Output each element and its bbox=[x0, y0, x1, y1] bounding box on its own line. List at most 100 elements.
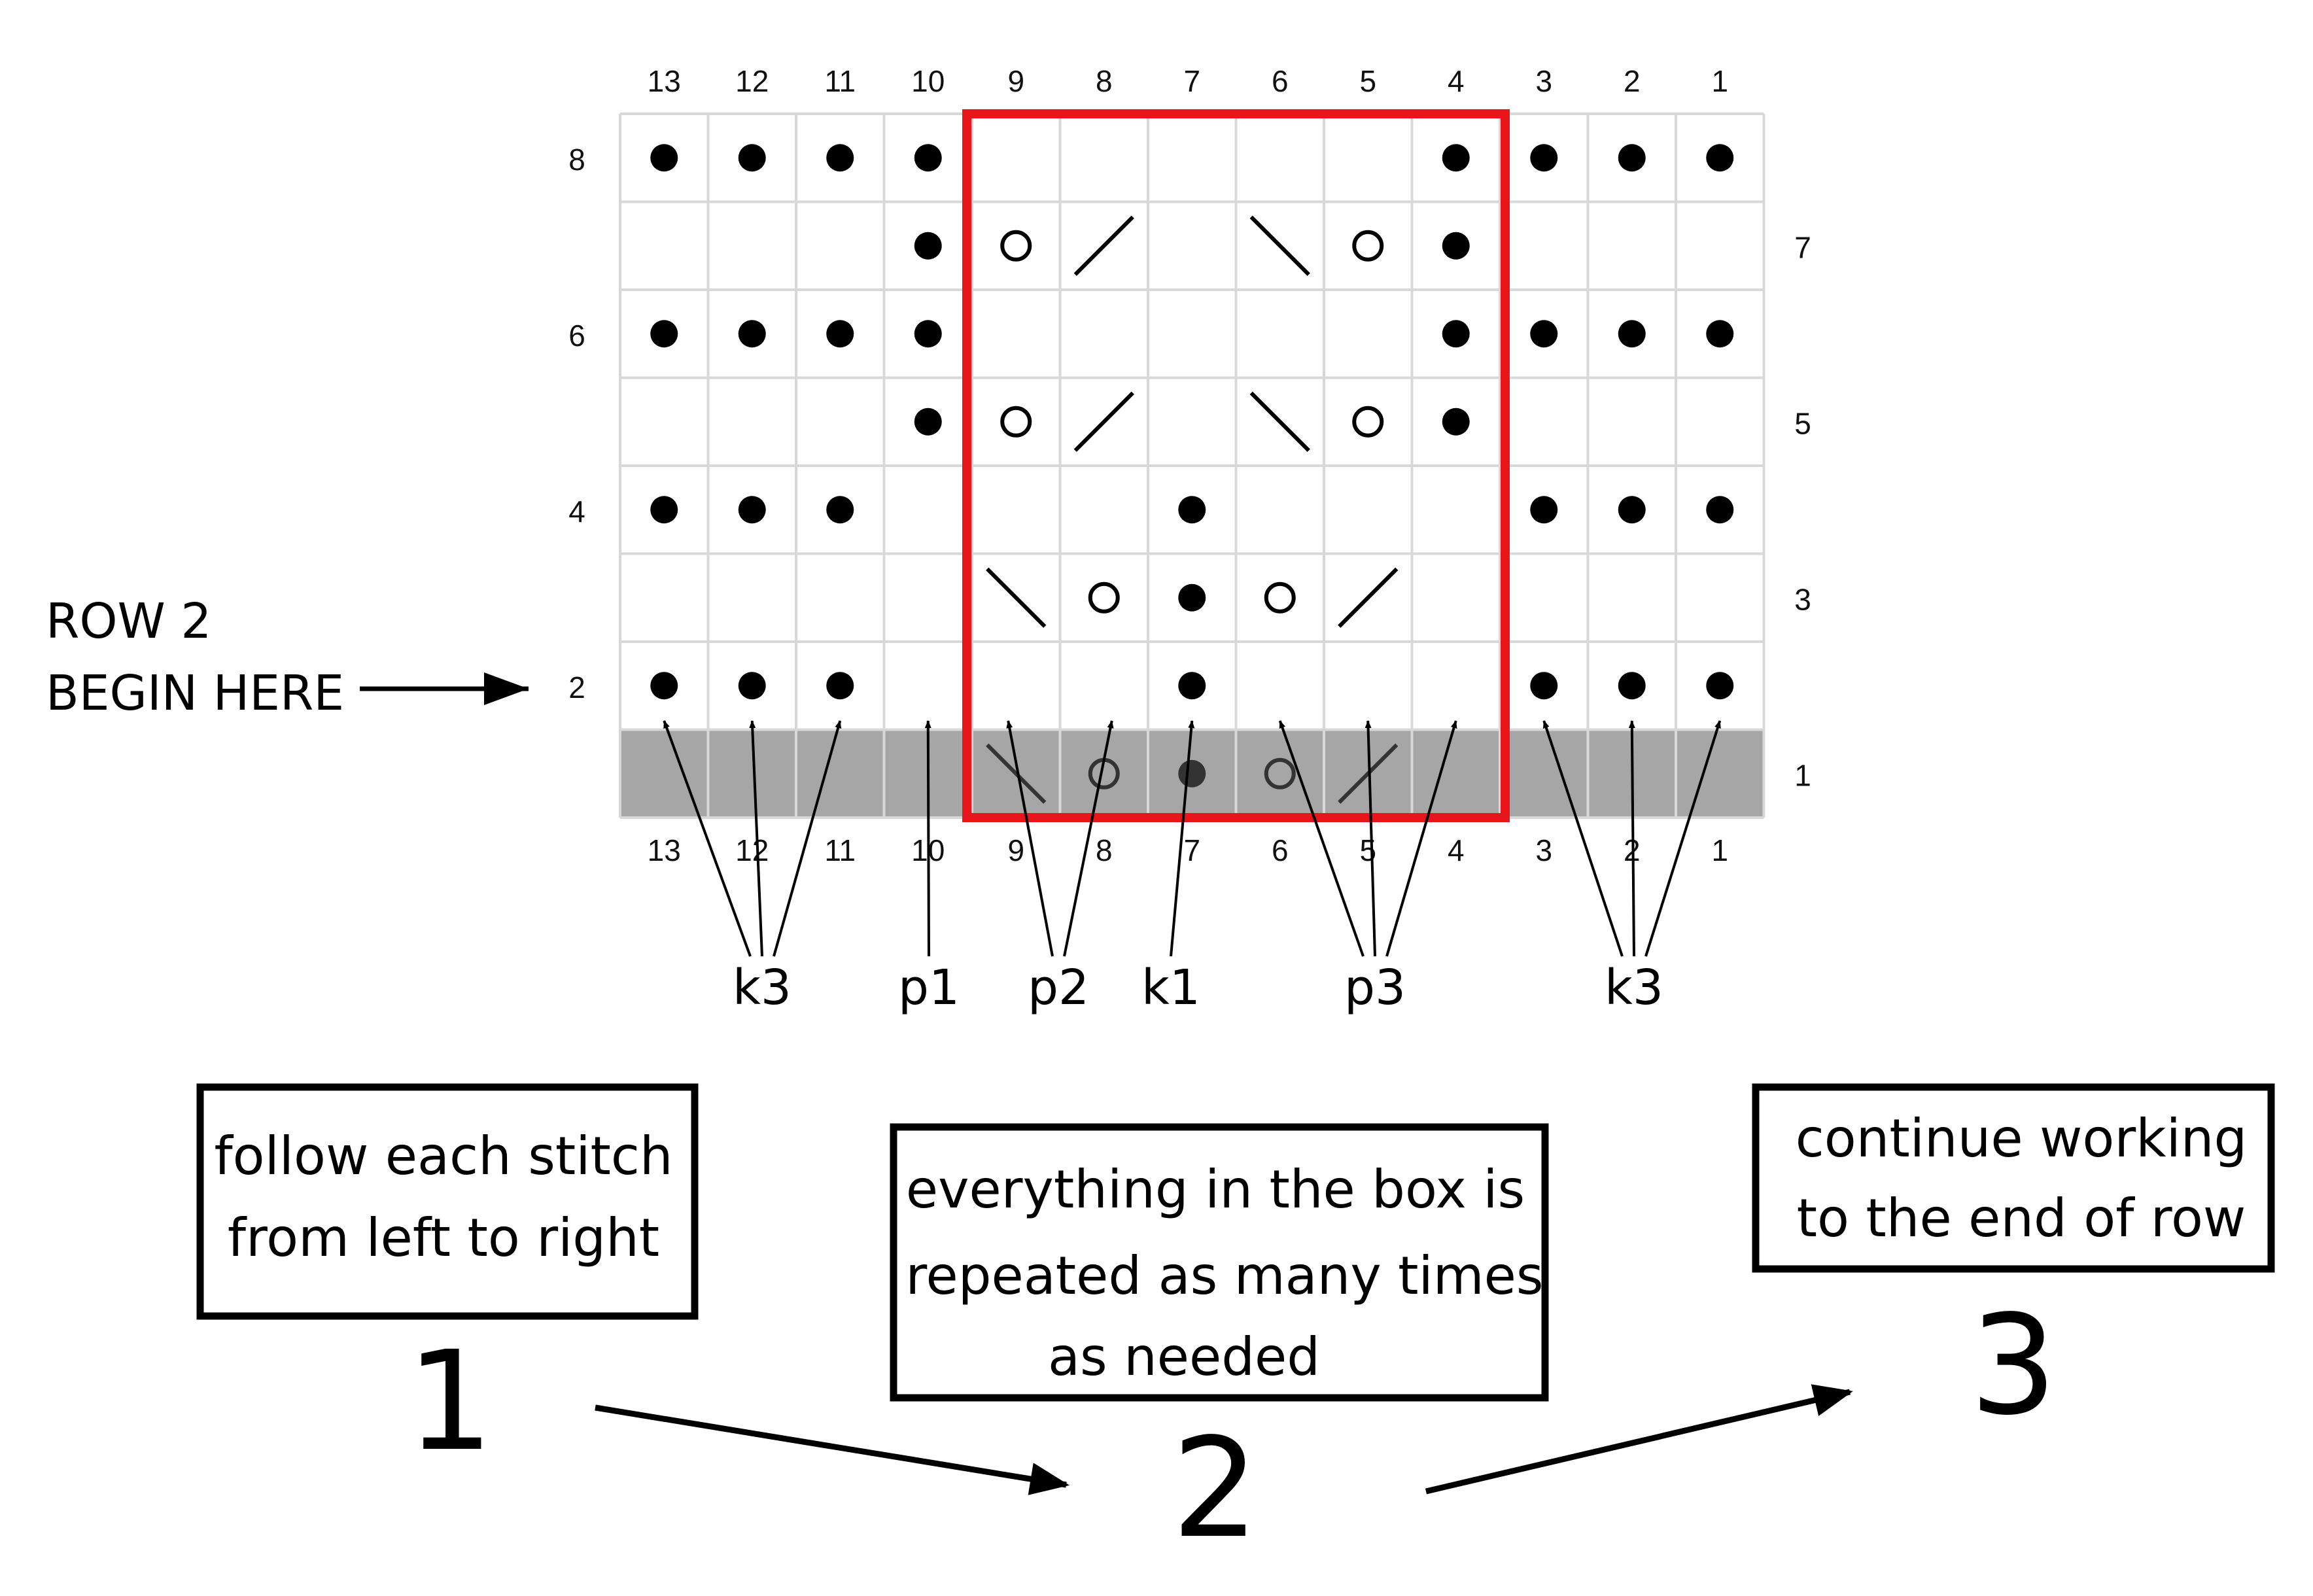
purl-dot-symbol bbox=[1706, 672, 1734, 700]
callout-arrow-col-7 bbox=[1170, 720, 1195, 957]
purl-dot-symbol bbox=[914, 232, 942, 260]
purl-dot-symbol bbox=[650, 672, 678, 700]
column-number-bottom: 7 bbox=[1183, 833, 1200, 867]
yarn-over-symbol bbox=[1264, 581, 1296, 614]
row-number-left: 4 bbox=[568, 494, 585, 529]
callout-arrow-col-3 bbox=[1542, 720, 1624, 957]
purl-dot-symbol bbox=[1178, 672, 1206, 700]
step-2-number: 2 bbox=[1172, 1408, 1259, 1569]
callout-arrow-col-10 bbox=[924, 720, 931, 957]
k2tog-slash-symbol bbox=[1338, 567, 1399, 628]
column-number-top: 10 bbox=[911, 64, 945, 98]
stitch-group-label-k1: k1 bbox=[1141, 960, 1200, 1016]
k2tog-slash-symbol bbox=[1338, 743, 1399, 804]
column-number-top: 3 bbox=[1535, 64, 1552, 98]
step-2-text-line-3: as needed bbox=[1048, 1327, 1320, 1387]
column-number-top: 12 bbox=[735, 64, 769, 98]
purl-dot-symbol bbox=[1178, 583, 1206, 612]
column-number-bottom: 5 bbox=[1359, 833, 1376, 867]
row-start-label-line1: ROW 2 bbox=[46, 593, 211, 650]
step-1-text-line-1: follow each stitch bbox=[214, 1126, 672, 1187]
ssk-backslash-symbol bbox=[1249, 391, 1310, 452]
row-number-right: 5 bbox=[1794, 407, 1811, 441]
column-number-bottom: 8 bbox=[1096, 833, 1113, 867]
stitch-group-label-p3: p3 bbox=[1344, 960, 1406, 1016]
step-1-box bbox=[196, 1083, 699, 1320]
yarn-over-symbol bbox=[1264, 757, 1296, 789]
column-number-top: 7 bbox=[1183, 64, 1200, 98]
step-1-text-line-2: from left to right bbox=[228, 1207, 659, 1268]
column-number-bottom: 1 bbox=[1711, 833, 1728, 867]
column-number-top: 8 bbox=[1096, 64, 1113, 98]
column-number-top: 2 bbox=[1624, 64, 1641, 98]
purl-dot-symbol bbox=[650, 496, 678, 524]
step-2-text-line-2: repeated as many times bbox=[905, 1245, 1543, 1306]
callout-arrow-col-2 bbox=[1628, 720, 1635, 957]
callout-arrow-col-4 bbox=[1385, 720, 1457, 957]
column-number-top: 4 bbox=[1448, 64, 1465, 98]
repeat-box-outline bbox=[962, 109, 1510, 822]
stitch-group-label-p1: p1 bbox=[898, 960, 960, 1016]
purl-dot-symbol bbox=[1706, 496, 1734, 524]
purl-dot-symbol bbox=[738, 144, 766, 172]
step-3-number: 3 bbox=[1970, 1285, 2057, 1446]
callout-arrow-col-6 bbox=[1278, 720, 1365, 957]
callout-arrow-col-5 bbox=[1365, 720, 1376, 957]
yarn-over-symbol bbox=[1000, 230, 1032, 262]
column-number-top: 6 bbox=[1272, 64, 1289, 98]
purl-dot-symbol bbox=[1442, 320, 1470, 348]
row-number-right: 3 bbox=[1794, 583, 1811, 617]
purl-dot-symbol bbox=[1178, 496, 1206, 524]
purl-dot-symbol bbox=[650, 144, 678, 172]
stitch-chart: 1313121211111010998877665544332211864275… bbox=[568, 64, 1811, 867]
k2tog-slash-symbol bbox=[1073, 215, 1134, 276]
purl-dot-symbol bbox=[650, 320, 678, 348]
purl-dot-symbol bbox=[1530, 672, 1558, 700]
purl-dot-symbol bbox=[826, 496, 854, 524]
flow-arrow-1-to-2 bbox=[595, 1404, 1070, 1495]
step-1-number: 1 bbox=[406, 1321, 494, 1482]
purl-dot-symbol bbox=[914, 408, 942, 436]
column-number-top: 1 bbox=[1711, 64, 1728, 98]
purl-dot-symbol bbox=[914, 320, 942, 348]
row-number-right: 1 bbox=[1794, 759, 1811, 793]
purl-dot-symbol bbox=[738, 320, 766, 348]
purl-dot-symbol bbox=[1706, 320, 1734, 348]
column-number-top: 11 bbox=[824, 64, 856, 98]
ssk-backslash-symbol bbox=[986, 567, 1047, 628]
stitch-group-label-k3: k3 bbox=[733, 960, 791, 1016]
yarn-over-symbol bbox=[1088, 581, 1120, 614]
purl-dot-symbol bbox=[1618, 320, 1646, 348]
step-3-text-line-2: to the end of row bbox=[1797, 1188, 2246, 1249]
ssk-backslash-symbol bbox=[986, 743, 1047, 804]
purl-dot-symbol bbox=[1442, 232, 1470, 260]
step-2-text-line-1: everything in the box is bbox=[906, 1159, 1525, 1220]
column-number-bottom: 13 bbox=[648, 833, 681, 867]
step-3-text-line-1: continue working bbox=[1796, 1108, 2248, 1169]
step-2-box bbox=[890, 1123, 1549, 1402]
yarn-over-symbol bbox=[1352, 406, 1384, 438]
callout-arrow-col-1 bbox=[1644, 720, 1722, 957]
callout-arrow-col-13 bbox=[663, 720, 752, 957]
purl-dot-symbol bbox=[826, 320, 854, 348]
callout-arrow-col-11 bbox=[773, 720, 842, 957]
callout-arrow-col-12 bbox=[749, 720, 763, 957]
purl-dot-symbol bbox=[826, 672, 854, 700]
step-1: follow each stitch from left to right 1 bbox=[196, 1083, 699, 1482]
stitch-group-label-k3: k3 bbox=[1605, 960, 1663, 1016]
row-number-left: 6 bbox=[568, 319, 585, 353]
purl-dot-symbol bbox=[1618, 672, 1646, 700]
flow-arrow-2-to-3 bbox=[1425, 1384, 1853, 1495]
purl-dot-symbol bbox=[914, 144, 942, 172]
callout-arrow-col-9 bbox=[1006, 720, 1054, 957]
purl-dot-symbol bbox=[1442, 408, 1470, 436]
yarn-over-symbol bbox=[1352, 230, 1384, 262]
column-number-bottom: 11 bbox=[824, 833, 856, 867]
purl-dot-symbol bbox=[826, 144, 854, 172]
ssk-backslash-symbol bbox=[1249, 215, 1310, 276]
column-number-top: 5 bbox=[1359, 64, 1376, 98]
purl-dot-symbol bbox=[1618, 144, 1646, 172]
purl-dot-symbol bbox=[1178, 759, 1206, 788]
